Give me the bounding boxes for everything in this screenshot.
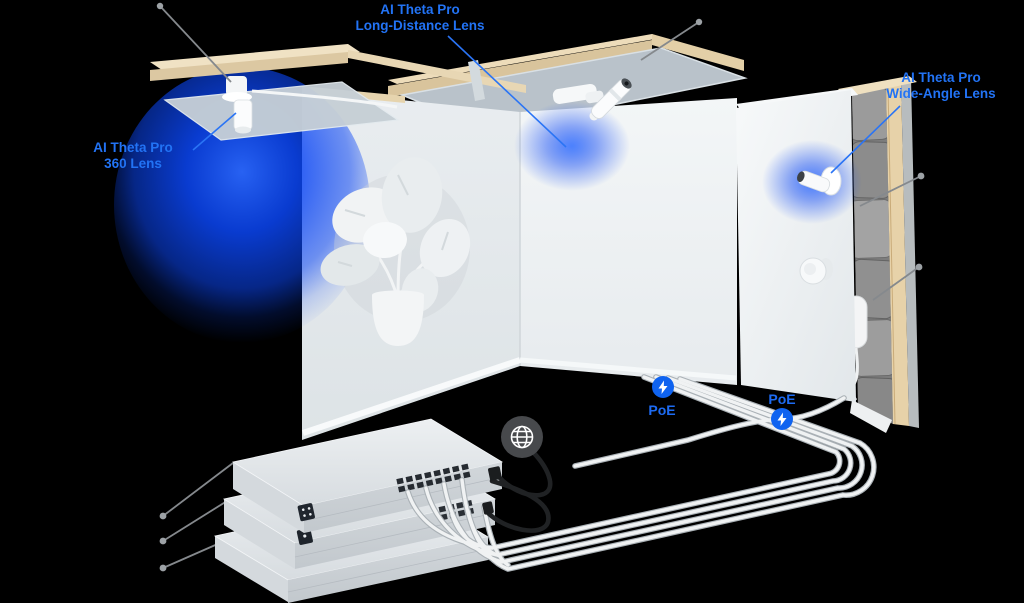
wall-front-panel <box>736 90 856 402</box>
patch-connector <box>482 501 494 515</box>
annotation-leaders <box>156 2 925 572</box>
internet-globe-badge <box>501 416 543 458</box>
top-plate-wood <box>838 76 917 97</box>
patch-cable <box>484 478 551 533</box>
internet-uplink-cable <box>496 449 553 498</box>
leader-dot <box>915 263 923 271</box>
camera-360-flange <box>222 92 252 102</box>
camera-long-distance <box>514 78 632 191</box>
camera-long-body <box>591 78 632 119</box>
wall-round-device <box>799 257 833 285</box>
device-unit-1 <box>231 418 504 533</box>
camera-360-lens-face <box>235 126 251 134</box>
wood-edge-line <box>887 85 896 425</box>
leader-dot <box>917 172 925 180</box>
baseboard-left <box>302 357 521 436</box>
label-lead-wide <box>830 105 901 174</box>
wan-connector <box>488 466 502 481</box>
wood-stud-layer <box>886 81 909 426</box>
camera-360-coverage-glow <box>114 67 370 343</box>
ceiling-beam-back-front <box>388 40 652 97</box>
leader-line-device2 <box>162 500 228 542</box>
label-line-2: 360 Lens <box>104 156 162 171</box>
leader-dot <box>159 537 167 545</box>
leader-line-ceiling-frame <box>640 21 700 61</box>
label-lead-long <box>447 35 567 148</box>
network-device-stack <box>213 418 504 603</box>
leader-line-poe-adapter <box>872 266 920 301</box>
outer-sheathing <box>901 78 919 428</box>
leader-line-device1 <box>162 462 234 517</box>
label-line-1: AI Theta Pro <box>93 140 173 155</box>
label-camera-wide-angle: AI Theta Pro Wide-Angle Lens <box>886 70 995 102</box>
leader-dot <box>159 564 167 572</box>
uplink-cables <box>482 416 553 533</box>
label-camera-long-distance: AI Theta Pro Long-Distance Lens <box>355 2 484 34</box>
leader-dot <box>695 18 703 26</box>
wall-bottom-cap <box>850 400 892 433</box>
plant <box>320 157 471 346</box>
leader-line-ceiling-cam <box>159 5 232 83</box>
panel-cable <box>251 89 398 109</box>
label-line-2: Wide-Angle Lens <box>886 86 996 101</box>
lightning-bolt-icon <box>777 412 787 426</box>
leader-line-insulation <box>859 175 922 207</box>
ceiling-beam-right <box>652 34 744 71</box>
camera-long-glow <box>514 101 630 191</box>
beam-front <box>150 52 348 81</box>
support-post <box>468 60 485 101</box>
camera-long-mount <box>552 83 604 104</box>
plant-leaves <box>320 157 471 312</box>
beam-top <box>150 44 360 70</box>
ceiling-panel-assembly <box>114 44 526 343</box>
device-2-screen <box>296 528 313 545</box>
poe-badge-1 <box>652 376 674 398</box>
lightning-bolt-icon <box>658 380 668 394</box>
label-line-2: Long-Distance Lens <box>355 18 485 33</box>
camera-360-lens-body <box>233 99 253 131</box>
label-lead-360 <box>192 112 237 151</box>
label-line-1: AI Theta Pro <box>380 2 460 17</box>
poe-badge-2 <box>771 408 793 430</box>
leader-dot <box>159 512 167 520</box>
leader-dot <box>156 2 164 10</box>
device-1-screen <box>297 503 315 522</box>
globe-icon <box>510 425 534 449</box>
label-line-1: AI Theta Pro <box>901 70 981 85</box>
camera-wide-angle <box>762 140 862 224</box>
camera-wide-lens <box>797 171 805 183</box>
camera-wide-body <box>797 170 831 193</box>
wall-cutaway-assembly <box>736 76 919 433</box>
label-camera-360: AI Theta Pro 360 Lens <box>93 140 173 172</box>
poe-label-2: PoE <box>768 391 796 407</box>
poe-label-1: PoE <box>648 402 676 418</box>
plant-pot <box>372 290 424 346</box>
device-1-ports <box>396 463 471 493</box>
baseboard-right <box>519 357 737 381</box>
